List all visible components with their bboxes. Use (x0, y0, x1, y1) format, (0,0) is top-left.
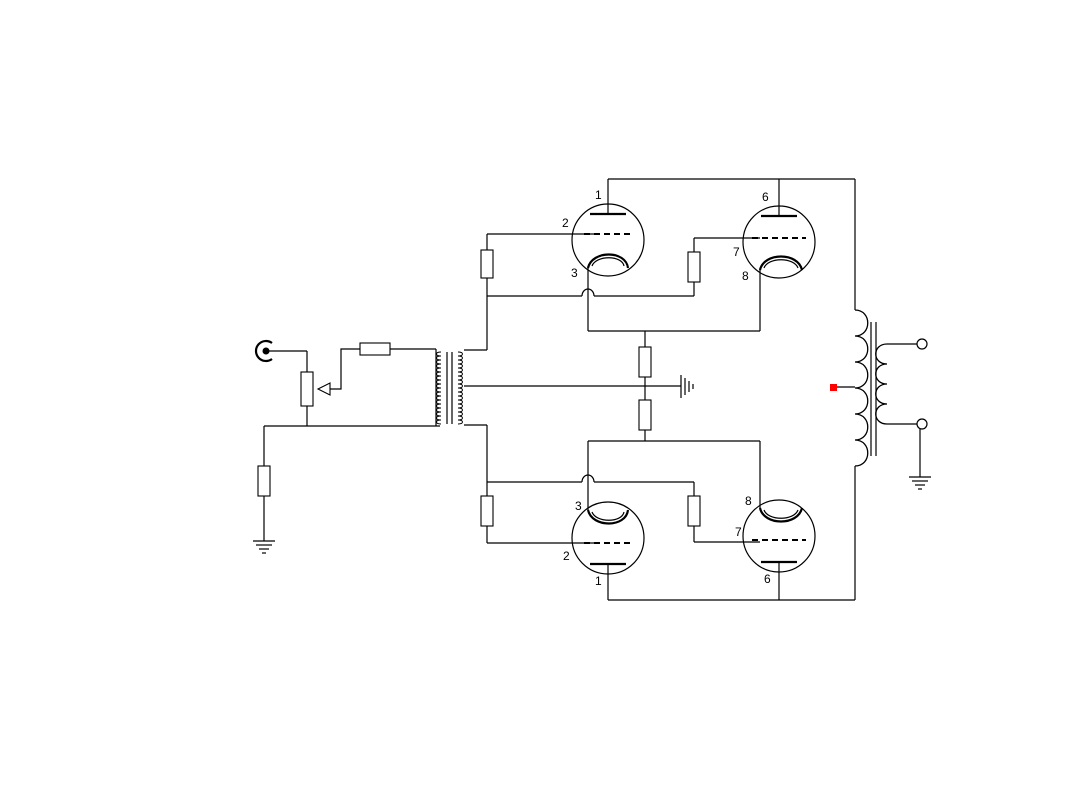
secondary-winding (457, 351, 463, 425)
upper-right-tube: 6 7 8 (733, 179, 816, 283)
lower-right-tube: 6 7 8 (735, 494, 816, 600)
pin-label-lower-right-cathode: 8 (745, 494, 752, 508)
output-terminal-ground[interactable] (916, 418, 928, 430)
output-transformer (834, 309, 888, 467)
output-terminal-hot[interactable] (916, 338, 928, 350)
pin-label-upper-right-grid: 7 (733, 245, 740, 259)
input-potentiometer (300, 348, 360, 426)
pin-label-lower-left-cathode: 3 (575, 499, 582, 513)
ground-symbol-input (253, 540, 275, 554)
series-resistor (359, 342, 436, 356)
pin-label-upper-right-cathode: 8 (742, 269, 749, 283)
cathode-resistors (638, 331, 681, 441)
lower-grid-network (480, 425, 760, 544)
pin-label-upper-left-cathode: 3 (571, 266, 578, 280)
output-primary-winding (854, 309, 869, 467)
input-transformer (435, 349, 645, 426)
ground-symbol-output (909, 476, 931, 490)
primary-winding (436, 351, 442, 425)
pin-label-upper-left-grid: 2 (562, 216, 569, 230)
upper-plate-bus (608, 178, 856, 310)
center-tap-marker (830, 384, 837, 391)
upper-grid-network (480, 233, 760, 350)
pin-label-lower-right-grid: 7 (735, 525, 742, 539)
pin-label-lower-left-plate: 1 (595, 574, 602, 588)
lower-plate-bus (608, 466, 856, 601)
output-terminals (887, 338, 928, 477)
lower-left-tube: 1 2 3 (563, 499, 645, 600)
pin-label-upper-right-plate: 6 (762, 190, 769, 204)
upper-cathode-bus (587, 266, 761, 332)
ground-symbol-center (680, 375, 694, 398)
ground-return-wire (257, 425, 440, 541)
upper-left-tube: 1 2 3 (562, 179, 645, 280)
input-jack[interactable] (254, 339, 307, 363)
output-secondary-winding (875, 343, 888, 425)
lower-cathode-bus (587, 440, 761, 510)
pin-label-upper-left-plate: 1 (595, 188, 602, 202)
pin-label-lower-right-plate: 6 (764, 572, 771, 586)
pin-label-lower-left-grid: 2 (563, 549, 570, 563)
